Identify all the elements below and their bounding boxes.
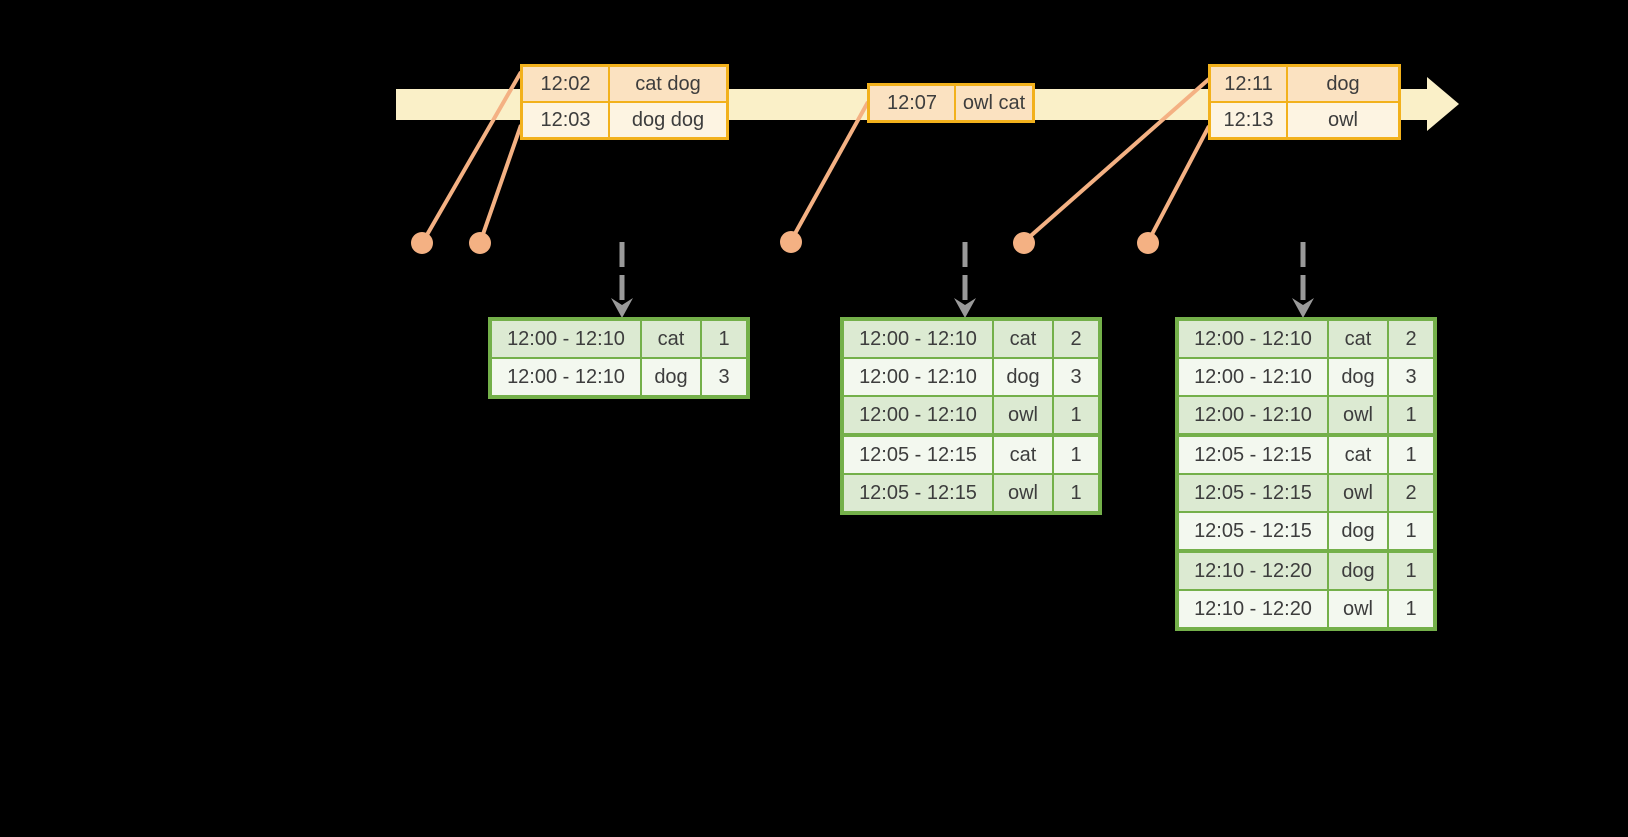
input-batch-table-1: 12:02 cat dog 12:03 dog dog	[520, 64, 729, 140]
table-row: 12:05 - 12:15 owl 2	[1176, 473, 1436, 513]
event-words: owl cat	[954, 83, 1035, 123]
window-cell: 12:00 - 12:10	[841, 357, 994, 397]
trigger-arrow-icon	[611, 242, 633, 318]
table-row: 12:00 - 12:10 owl 1	[1176, 395, 1436, 436]
event-connector-line	[790, 101, 870, 240]
window-cell: 12:00 - 12:10	[1176, 395, 1329, 436]
count-cell: 1	[1387, 589, 1436, 630]
window-cell: 12:00 - 12:10	[841, 318, 994, 359]
word-cell: dog	[1327, 549, 1389, 591]
event-time: 12:13	[1208, 101, 1288, 140]
table-row: 12:05 - 12:15 owl 1	[841, 473, 1101, 514]
result-table-2: 12:00 - 12:10 cat 2 12:00 - 12:10 dog 3 …	[840, 317, 1102, 515]
table-row: 12:00 - 12:10 dog 3	[1176, 357, 1436, 397]
word-cell: cat	[640, 318, 702, 359]
count-cell: 2	[1387, 473, 1436, 513]
word-cell: dog	[1327, 511, 1389, 552]
word-cell: owl	[992, 395, 1054, 436]
count-cell: 1	[1387, 511, 1436, 552]
word-cell: cat	[1327, 318, 1389, 359]
event-words: owl	[1286, 101, 1401, 140]
result-table-1: 12:00 - 12:10 cat 1 12:00 - 12:10 dog 3	[488, 317, 750, 399]
window-cell: 12:00 - 12:10	[841, 395, 994, 436]
window-cell: 12:00 - 12:10	[489, 318, 642, 359]
window-cell: 12:05 - 12:15	[1176, 511, 1329, 552]
table-row: 12:10 - 12:20 owl 1	[1176, 589, 1436, 630]
table-row: 12:00 - 12:10 cat 2	[1176, 318, 1436, 359]
trigger-arrow-icon	[1292, 242, 1314, 318]
event-time: 12:03	[520, 101, 610, 140]
word-cell: owl	[1327, 473, 1389, 513]
event-words: cat dog	[608, 64, 729, 103]
table-row: 12:02 cat dog	[520, 64, 729, 103]
count-cell: 3	[700, 357, 749, 398]
word-cell: cat	[1327, 433, 1389, 475]
word-cell: dog	[640, 357, 702, 398]
count-cell: 1	[700, 318, 749, 359]
window-cell: 12:05 - 12:15	[841, 433, 994, 475]
word-cell: owl	[1327, 589, 1389, 630]
window-cell: 12:05 - 12:15	[1176, 433, 1329, 475]
result-table-3: 12:00 - 12:10 cat 2 12:00 - 12:10 dog 3 …	[1175, 317, 1437, 631]
event-dot	[1137, 232, 1159, 254]
count-cell: 2	[1052, 318, 1101, 359]
event-time: 12:07	[867, 83, 956, 123]
count-cell: 1	[1052, 395, 1101, 436]
count-cell: 1	[1387, 433, 1436, 475]
event-dot	[1013, 232, 1035, 254]
window-cell: 12:05 - 12:15	[841, 473, 994, 514]
window-cell: 12:00 - 12:10	[489, 357, 642, 398]
window-cell: 12:10 - 12:20	[1176, 589, 1329, 630]
table-row: 12:05 - 12:15 cat 1	[1176, 433, 1436, 475]
table-row: 12:13 owl	[1208, 101, 1401, 140]
word-cell: owl	[1327, 395, 1389, 436]
word-cell: cat	[992, 318, 1054, 359]
table-row: 12:10 - 12:20 dog 1	[1176, 549, 1436, 591]
count-cell: 2	[1387, 318, 1436, 359]
event-words: dog	[1286, 64, 1401, 103]
table-row: 12:03 dog dog	[520, 101, 729, 140]
event-connector-line	[479, 124, 523, 241]
word-cell: owl	[992, 473, 1054, 514]
word-cell: dog	[1327, 357, 1389, 397]
count-cell: 3	[1052, 357, 1101, 397]
event-dot	[780, 231, 802, 253]
event-dot	[411, 232, 433, 254]
table-row: 12:00 - 12:10 owl 1	[841, 395, 1101, 436]
table-row: 12:05 - 12:15 cat 1	[841, 433, 1101, 475]
event-connector-line	[1024, 77, 1211, 242]
count-cell: 1	[1052, 473, 1101, 514]
window-cell: 12:00 - 12:10	[1176, 357, 1329, 397]
window-cell: 12:10 - 12:20	[1176, 549, 1329, 591]
trigger-arrow-icon	[954, 242, 976, 318]
count-cell: 1	[1052, 433, 1101, 475]
input-batch-table-2: 12:07 owl cat	[867, 83, 1035, 123]
event-dot	[469, 232, 491, 254]
event-connector-line	[422, 70, 523, 242]
event-time: 12:02	[520, 64, 610, 103]
event-connector-line	[1147, 125, 1211, 241]
window-cell: 12:00 - 12:10	[1176, 318, 1329, 359]
timeline-arrowhead-icon	[1427, 77, 1459, 131]
count-cell: 1	[1387, 395, 1436, 436]
count-cell: 3	[1387, 357, 1436, 397]
word-cell: dog	[992, 357, 1054, 397]
table-row: 12:07 owl cat	[867, 83, 1035, 123]
table-row: 12:05 - 12:15 dog 1	[1176, 511, 1436, 552]
word-cell: cat	[992, 433, 1054, 475]
table-row: 12:00 - 12:10 cat 1	[489, 318, 749, 359]
input-batch-table-3: 12:11 dog 12:13 owl	[1208, 64, 1401, 140]
table-row: 12:00 - 12:10 cat 2	[841, 318, 1101, 359]
table-row: 12:11 dog	[1208, 64, 1401, 103]
table-row: 12:00 - 12:10 dog 3	[489, 357, 749, 398]
table-row: 12:00 - 12:10 dog 3	[841, 357, 1101, 397]
event-words: dog dog	[608, 101, 729, 140]
window-cell: 12:05 - 12:15	[1176, 473, 1329, 513]
event-time: 12:11	[1208, 64, 1288, 103]
count-cell: 1	[1387, 549, 1436, 591]
